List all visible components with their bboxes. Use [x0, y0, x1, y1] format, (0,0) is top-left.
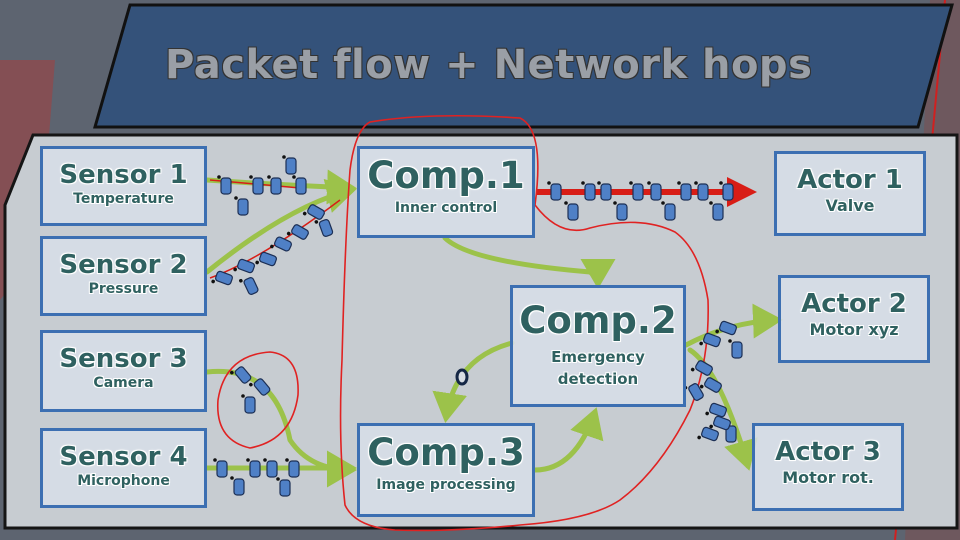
- actor-3-box[interactable]: Actor 3 Motor rot.: [752, 423, 904, 511]
- actor-1-name: Actor 1: [797, 165, 903, 195]
- flow-arrow-comp2-comp3: [432, 340, 515, 423]
- comp-1-box[interactable]: Comp.1 Inner control: [357, 146, 535, 238]
- actor-2-name: Actor 2: [801, 289, 907, 319]
- comp-2-function: Emergency detection: [551, 348, 645, 388]
- actor-2-box[interactable]: Actor 2 Motor xyz: [778, 275, 930, 363]
- actor-2-type: Motor xyz: [809, 320, 899, 339]
- red-annotation-region: [339, 114, 709, 532]
- sensor-1-box[interactable]: Sensor 1 Temperature: [40, 146, 207, 226]
- comp-3-name: Comp.3: [367, 431, 525, 474]
- comp-3-function: Image processing: [376, 477, 516, 493]
- sensor-2-name: Sensor 2: [59, 250, 188, 280]
- comp-3-box[interactable]: Comp.3 Image processing: [357, 423, 535, 517]
- sensor-2-type: Pressure: [88, 281, 159, 297]
- comp-1-name: Comp.1: [367, 154, 525, 197]
- flow-arrow-sensor2-comp1: [204, 178, 357, 275]
- actor-3-type: Motor rot.: [782, 468, 874, 487]
- sensor-2-box[interactable]: Sensor 2 Pressure: [40, 236, 207, 316]
- sensor-3-name: Sensor 3: [59, 344, 188, 374]
- title-banner: [93, 3, 954, 129]
- sensor-1-type: Temperature: [73, 191, 174, 207]
- sensor-4-name: Sensor 4: [59, 442, 188, 472]
- comp-2-box[interactable]: Comp.2 Emergency detection: [510, 285, 686, 407]
- red-annotation-circle-sensor3: [217, 351, 299, 449]
- actor-1-type: Valve: [825, 196, 875, 215]
- marker-ring-icon: [455, 368, 469, 386]
- comp-2-name: Comp.2: [519, 299, 677, 342]
- actor-3-name: Actor 3: [775, 437, 881, 467]
- flow-arrow-comp1-comp2: [442, 235, 616, 289]
- sensor-3-box[interactable]: Sensor 3 Camera: [40, 330, 207, 412]
- page-title: Packet flow + Network hops: [165, 42, 813, 88]
- sensor-3-type: Camera: [93, 375, 154, 391]
- actor-1-box[interactable]: Actor 1 Valve: [774, 151, 926, 236]
- comp-1-function: Inner control: [394, 200, 498, 216]
- sensor-4-box[interactable]: Sensor 4 Microphone: [40, 428, 207, 508]
- sensor-1-name: Sensor 1: [59, 160, 188, 190]
- sensor-4-type: Microphone: [77, 473, 170, 489]
- flow-arrow-comp3-comp2: [532, 407, 604, 473]
